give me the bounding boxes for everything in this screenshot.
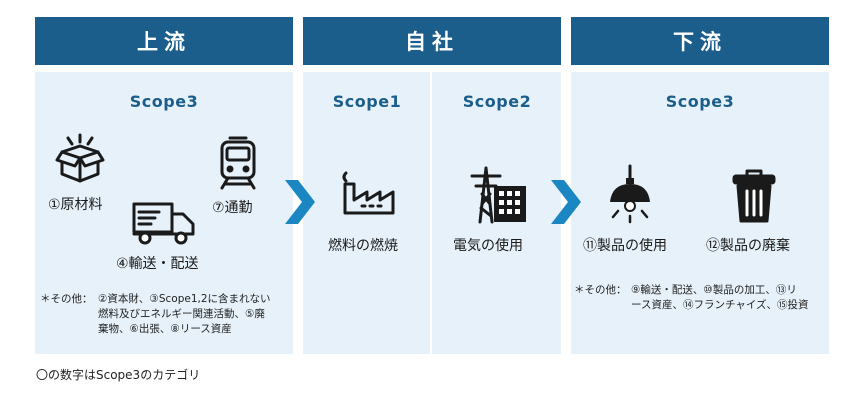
chevron-right-icon — [551, 180, 581, 224]
transport-label: ④輸送・配送 — [116, 256, 199, 272]
downstream-note-line1: ⑨輸送・配送、⑩製品の加工、⑬リ — [631, 284, 797, 296]
downstream-scope-label: Scope3 — [665, 92, 735, 111]
lamp-icon — [610, 164, 650, 224]
header-downstream: 下流 — [571, 17, 829, 65]
truck-icon — [132, 202, 195, 245]
header-company: 自社 — [303, 17, 561, 65]
downstream-note-prefix: ＊その他： — [574, 284, 627, 296]
upstream-note-line1: ②資本財、③Scope1,2に含まれない — [98, 293, 271, 305]
product-disposal-label: ⑫製品の廃棄 — [706, 238, 790, 254]
chevron-right-icon — [285, 180, 315, 224]
trash-can-icon — [732, 169, 776, 223]
upstream-note-line2: 燃料及びエネルギー関連活動、⑤廃 — [98, 308, 265, 320]
upstream-scope-label: Scope3 — [129, 92, 199, 111]
power-tower-icon — [470, 166, 526, 224]
product-use-label: ⑪製品の使用 — [583, 238, 667, 254]
upstream-note-prefix: ＊その他： — [40, 293, 93, 305]
train-icon — [220, 136, 256, 190]
factory-icon — [342, 171, 395, 215]
downstream-note-line2: ース資産、⑭フランチャイズ、⑮投資 — [631, 299, 809, 311]
electricity-use-label: 電気の使用 — [453, 238, 523, 254]
footnote: 〇の数字はScope3のカテゴリ — [36, 368, 201, 382]
header-upstream: 上流 — [35, 17, 293, 65]
scope1-label: Scope1 — [332, 92, 402, 111]
box-icon — [55, 133, 105, 183]
raw-materials-label: ①原材料 — [48, 197, 103, 213]
panel-upstream — [35, 72, 293, 354]
scope2-label: Scope2 — [462, 92, 532, 111]
scope-divider — [430, 72, 432, 354]
panel-downstream — [571, 72, 829, 354]
upstream-note-line3: 棄物、⑥出張、⑧リース資産 — [98, 323, 232, 335]
fuel-combustion-label: 燃料の燃焼 — [328, 238, 398, 254]
commuting-label: ⑦通勤 — [212, 200, 253, 216]
